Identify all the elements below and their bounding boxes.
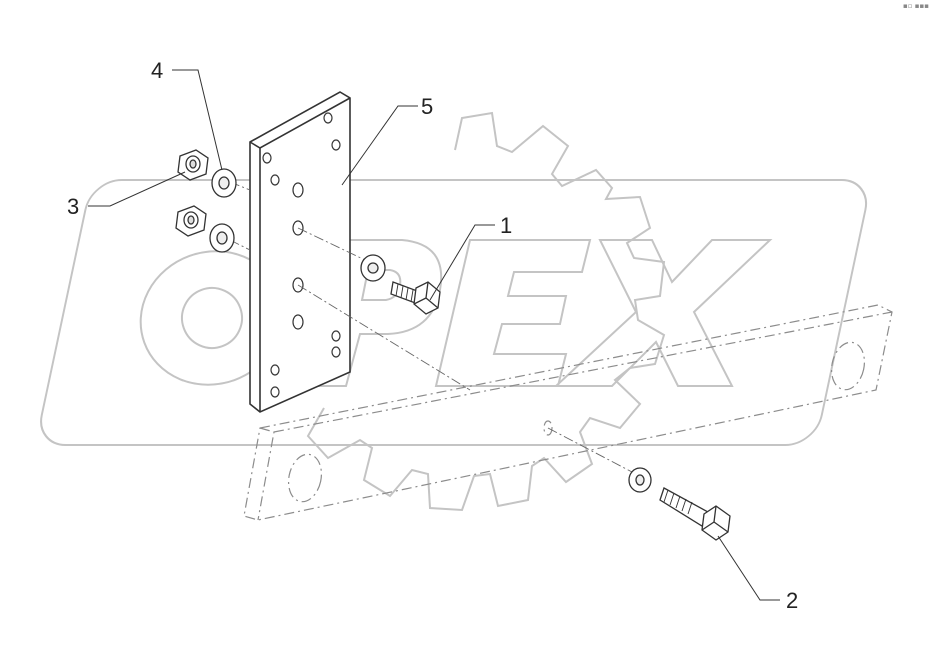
callout-5: 5: [421, 94, 433, 119]
corner-mark: ▪▫ ▪▪▪: [903, 2, 929, 10]
plate-part-5: [249, 91, 351, 413]
watermark-letter-o-inner: [181, 287, 243, 349]
leader-1: [429, 224, 495, 301]
bar-hole-left: [287, 453, 323, 503]
washer-bolt-2: [628, 467, 652, 493]
leader-3: [88, 171, 186, 207]
leader-4: [172, 69, 223, 171]
watermark-logo: [40, 111, 868, 512]
callout-2: 2: [786, 588, 798, 613]
watermark-letter-e: [434, 239, 592, 387]
bar-hole-middle: [543, 420, 553, 436]
washer-bolt-1: [360, 254, 386, 282]
callout-4: 4: [151, 58, 163, 83]
leader-2: [717, 535, 780, 601]
nut-part-3-upper: [177, 149, 209, 181]
bolt-part-2: [659, 487, 731, 541]
watermark-gear: [306, 111, 666, 512]
nut-part-3-lower: [175, 205, 207, 237]
washer-part-4-lower: [209, 223, 235, 253]
leader-5: [341, 105, 418, 186]
watermark-letter-x: [553, 239, 773, 387]
callout-3: 3: [67, 194, 79, 219]
bar-hole-right: [830, 341, 866, 391]
washer-part-4-upper: [211, 168, 237, 198]
leader-lines: [88, 69, 780, 601]
watermark-banner: [40, 179, 868, 446]
mounting-bar: [243, 304, 893, 521]
callout-1: 1: [500, 213, 512, 238]
bolt-part-1: [390, 281, 441, 315]
